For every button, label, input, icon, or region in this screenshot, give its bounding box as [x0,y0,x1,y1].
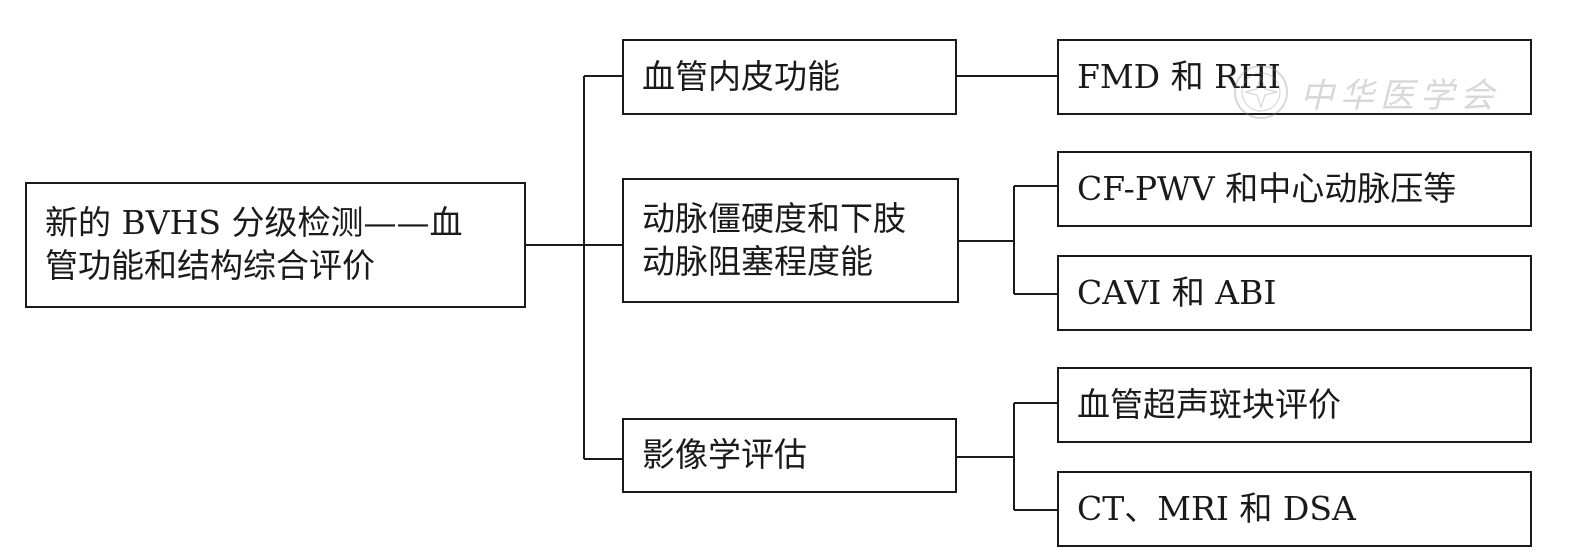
node-cfpwv: CF-PWV 和中心动脉压等 [1057,151,1532,227]
node-arterial-stiffness: 动脉僵硬度和下肢 动脉阻塞程度能 [622,178,959,303]
node-ct-mri-dsa: CT、MRI 和 DSA [1057,471,1532,547]
node-ultrasound-plaque: 血管超声斑块评价 [1057,367,1532,443]
node-label: CF-PWV 和中心动脉压等 [1077,168,1457,208]
node-label: CT、MRI 和 DSA [1077,488,1356,528]
node-label: 动脉僵硬度和下肢 动脉阻塞程度能 [642,198,906,281]
node-label: FMD 和 RHI [1077,56,1281,96]
node-cavi-abi: CAVI 和 ABI [1057,255,1532,331]
node-label: 血管内皮功能 [642,56,840,96]
node-label: 影像学评估 [642,435,807,475]
root-node-label: 新的 BVHS 分级检测——血 管功能和结构综合评价 [45,203,463,285]
node-fmd-rhi: FMD 和 RHI [1057,39,1532,115]
node-label: CAVI 和 ABI [1077,272,1277,312]
node-imaging-assessment: 影像学评估 [622,418,957,493]
root-node: 新的 BVHS 分级检测——血 管功能和结构综合评价 [25,182,526,308]
node-label: 血管超声斑块评价 [1077,384,1341,424]
node-endothelial-function: 血管内皮功能 [622,39,957,115]
